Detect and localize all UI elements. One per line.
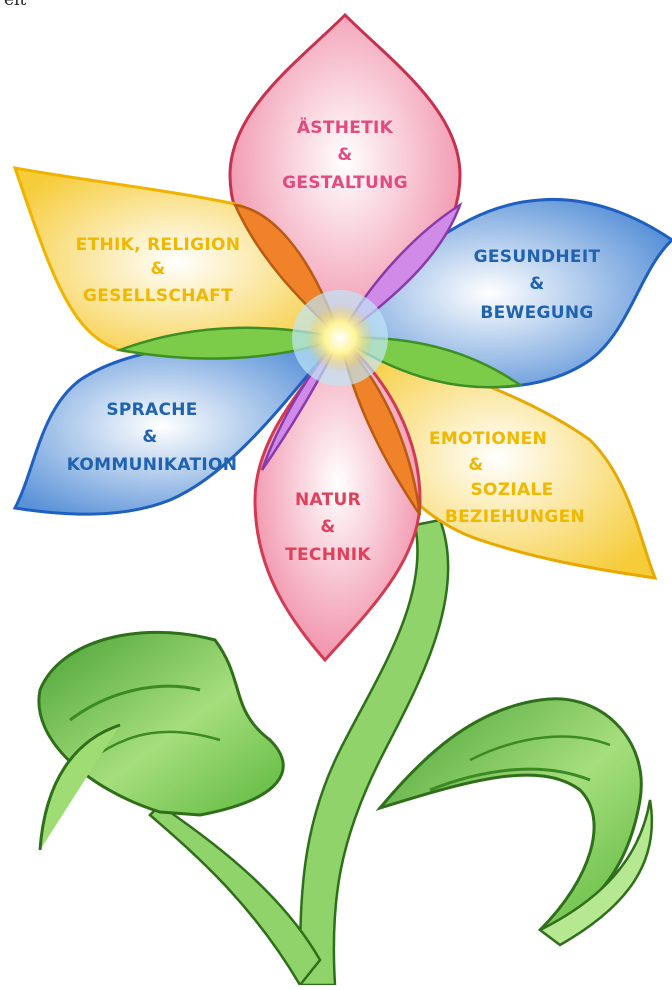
label-nature: NATUR & TECHNIK [285, 490, 371, 565]
label-ethics: ETHIK, RELIGION & GESELLSCHAFT [76, 235, 241, 306]
label-line: & [468, 455, 483, 475]
flower-center [306, 304, 374, 372]
label-line: GESTALTUNG [282, 173, 408, 193]
label-line: & [529, 274, 544, 294]
label-line: GESUNDHEIT [474, 247, 601, 267]
label-line: SOZIALE [470, 480, 553, 500]
label-language: SPRACHE & KOMMUNIKATION [67, 400, 238, 475]
left-leaf [37, 630, 285, 851]
label-line: & [150, 259, 165, 279]
orange-band-bottom [337, 333, 422, 516]
label-line: & [320, 517, 335, 537]
label-line: KOMMUNIKATION [67, 455, 238, 475]
cropped-caption-fragment: eit [4, 0, 27, 10]
label-aesthetics: ÄSTHETIK & GESTALTUNG [282, 116, 408, 193]
label-line: TECHNIK [285, 545, 371, 565]
label-line: & [337, 145, 352, 165]
right-leaf [375, 697, 654, 947]
label-line: BEWEGUNG [480, 303, 593, 323]
stem-branch [148, 803, 322, 988]
label-line: GESELLSCHAFT [83, 286, 233, 306]
label-line: EMOTIONEN [429, 429, 547, 449]
label-health: GESUNDHEIT & BEWEGUNG [474, 247, 601, 323]
label-line: BEZIEHUNGEN [445, 507, 585, 527]
label-line: ETHIK, RELIGION [76, 235, 241, 255]
label-emotions: EMOTIONEN & SOZIALE BEZIEHUNGEN [429, 429, 585, 527]
label-line: SPRACHE [106, 400, 197, 420]
label-line: & [142, 427, 157, 447]
label-line: NATUR [295, 490, 361, 510]
label-line: ÄSTHETIK [297, 116, 394, 138]
